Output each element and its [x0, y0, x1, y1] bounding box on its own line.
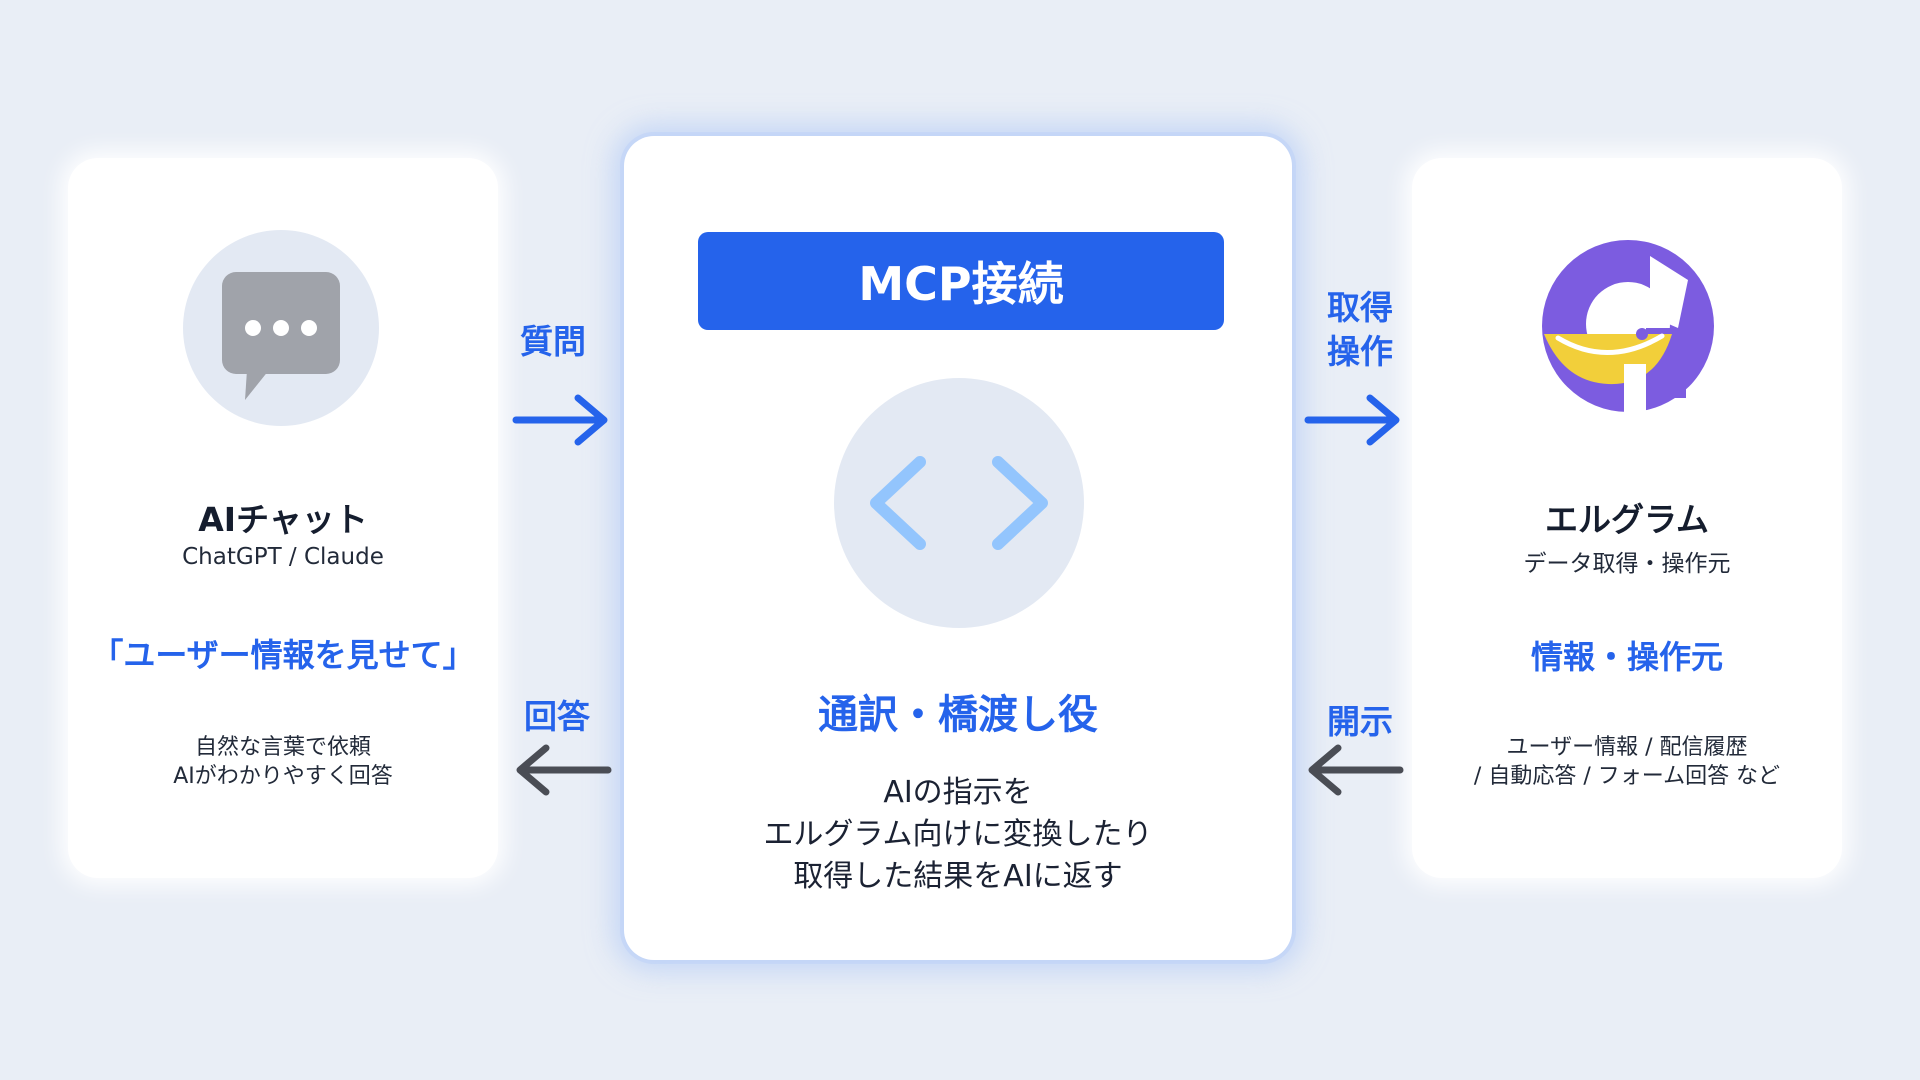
mcp-description-line: エルグラム向けに変換したり	[763, 817, 1153, 852]
mcp-description-line: AIの指示を	[883, 775, 1033, 810]
arrow-label-line: 取得	[1327, 288, 1393, 327]
mcp-role-description: AIの指示を エルグラム向けに変換したり 取得した結果をAIに返す	[624, 772, 1292, 898]
arrow-left-icon	[1308, 744, 1404, 796]
ai-chat-subtitle: ChatGPT / Claude	[182, 544, 384, 570]
elgram-card: エルグラム データ取得・操作元 情報・操作元 ユーザー情報 / 配信履歴 / 自…	[1412, 158, 1842, 878]
arrow-left-icon	[516, 744, 612, 796]
ai-chat-card: AIチャット ChatGPT / Claude 「ユーザー情報を見せて」 自然な…	[68, 158, 498, 878]
elgram-description-line: ユーザー情報 / 配信履歴	[1506, 735, 1748, 760]
chat-icon-circle	[183, 230, 379, 426]
ai-chat-description: 自然な言葉で依頼 AIがわかりやすく回答	[68, 733, 498, 791]
ai-chat-description-line: AIがわかりやすく回答	[173, 764, 393, 789]
ai-chat-title: AIチャット	[198, 500, 368, 539]
arrow-label-answer: 回答	[524, 697, 590, 736]
ai-chat-description-line: 自然な言葉で依頼	[194, 735, 371, 760]
arrow-label-disclose: 開示	[1327, 702, 1393, 741]
arrow-label-fetch-operate: 取得 操作	[1327, 286, 1393, 374]
arrow-label-line: 操作	[1327, 332, 1393, 371]
code-icon-circle	[834, 378, 1084, 628]
mcp-description-line: 取得した結果をAIに返す	[793, 859, 1123, 894]
elgram-subtitle: データ取得・操作元	[1523, 551, 1731, 577]
elgram-title: エルグラム	[1544, 500, 1709, 539]
elgram-logo	[1542, 240, 1714, 412]
arrow-label-question: 質問	[520, 322, 586, 361]
elgram-role-heading: 情報・操作元	[1530, 638, 1723, 676]
arrow-right-icon	[1304, 394, 1400, 446]
elgram-description: ユーザー情報 / 配信履歴 / 自動応答 / フォーム回答 など	[1412, 733, 1842, 791]
arrow-right-icon	[512, 394, 608, 446]
mcp-role-heading: 通訳・橋渡し役	[818, 692, 1098, 738]
mcp-card: MCP接続 通訳・橋渡し役 AIの指示を エルグラム向けに変換したり 取得した結…	[624, 136, 1292, 960]
elgram-description-line: / 自動応答 / フォーム回答 など	[1473, 764, 1781, 789]
chat-bubble-icon	[222, 272, 340, 400]
ai-chat-example-request: 「ユーザー情報を見せて」	[91, 636, 475, 674]
code-brackets-icon	[870, 456, 1048, 550]
mcp-connection-banner: MCP接続	[698, 232, 1224, 330]
